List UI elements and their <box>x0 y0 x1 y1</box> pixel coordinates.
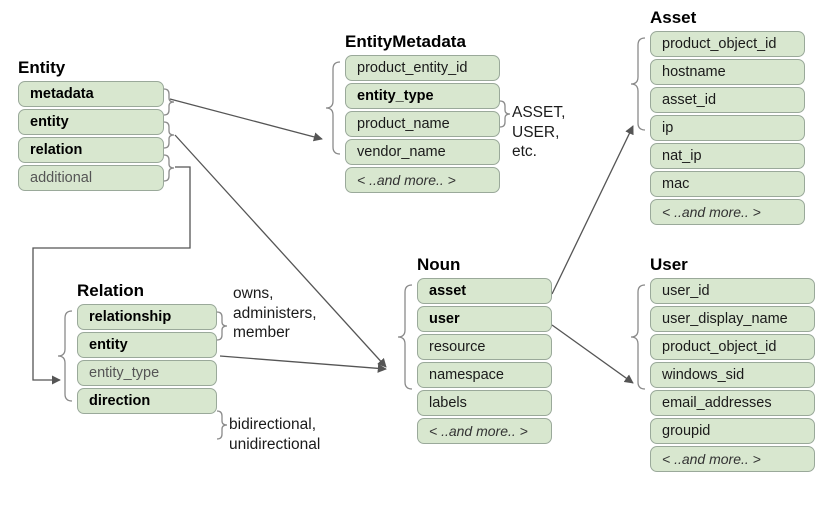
brace-noun-left <box>397 284 413 390</box>
field-row[interactable]: product_object_id <box>650 31 805 57</box>
entity-title-asset: Asset <box>650 8 697 27</box>
brace-entitymetadata-left <box>325 61 341 155</box>
field-row-more[interactable]: < ..and more.. > <box>650 199 805 225</box>
field-row[interactable]: user_id <box>650 278 815 304</box>
connector-metadata-to-entitymetadata <box>169 98 323 142</box>
field-row[interactable]: entity_type <box>345 83 500 109</box>
field-row[interactable]: entity <box>77 332 217 358</box>
annotation-line: etc. <box>512 143 537 160</box>
field-row[interactable]: user_display_name <box>650 306 815 332</box>
brace-entity-metadata <box>163 88 175 116</box>
annotation-direction-values: bidirectional, unidirectional <box>229 415 320 454</box>
brace-entity-entity <box>163 121 175 149</box>
brace-relationship-values <box>216 311 228 341</box>
entity-title-entity: Entity <box>18 58 66 77</box>
entity-box-entitymetadata: EntityMetadata product_entity_id entity_… <box>345 32 500 193</box>
field-row[interactable]: namespace <box>417 362 552 388</box>
field-row[interactable]: windows_sid <box>650 362 815 388</box>
field-row-more[interactable]: < ..and more.. > <box>345 167 500 193</box>
entity-title-noun: Noun <box>417 255 461 274</box>
field-row[interactable]: direction <box>77 388 217 414</box>
field-row[interactable]: asset_id <box>650 87 805 113</box>
entity-box-asset: Asset product_object_id hostname asset_i… <box>650 8 805 225</box>
field-row[interactable]: relation <box>18 137 164 163</box>
field-row[interactable]: nat_ip <box>650 143 805 169</box>
annotation-line: bidirectional, <box>229 416 317 433</box>
entity-box-noun: Noun asset user resource namespace label… <box>417 255 552 444</box>
annotation-line: member <box>233 324 290 341</box>
field-row[interactable]: metadata <box>18 81 164 107</box>
field-row[interactable]: user <box>417 306 552 332</box>
field-row[interactable]: email_addresses <box>650 390 815 416</box>
annotation-line: unidirectional <box>229 435 321 453</box>
entity-rows-noun: asset user resource namespace labels < .… <box>417 278 552 444</box>
field-row[interactable]: product_entity_id <box>345 55 500 81</box>
entity-title-user: User <box>650 255 688 274</box>
field-row[interactable]: labels <box>417 390 552 416</box>
brace-user-left <box>630 284 646 390</box>
entity-box-entity: Entity metadata entity relation addition… <box>18 58 164 191</box>
entity-rows-asset: product_object_id hostname asset_id ip n… <box>650 31 805 225</box>
field-row-more[interactable]: < ..and more.. > <box>650 446 815 472</box>
annotation-line: owns, <box>233 285 274 302</box>
annotation-relationship-values: owns, administers, member <box>233 284 317 343</box>
brace-direction-values <box>216 410 228 440</box>
field-row[interactable]: groupid <box>650 418 815 444</box>
field-row[interactable]: resource <box>417 334 552 360</box>
entity-rows-entity: metadata entity relation additional <box>18 81 164 191</box>
field-row[interactable]: additional <box>18 165 164 191</box>
connector-noun-user-to-user <box>551 324 634 384</box>
brace-asset-left <box>630 37 646 131</box>
entity-rows-relation: relationship entity entity_type directio… <box>77 304 217 414</box>
brace-entity-relation <box>163 154 175 182</box>
annotation-line: USER, <box>512 123 560 141</box>
connector-relationentity-to-noun <box>219 355 387 373</box>
entity-title-entitymetadata: EntityMetadata <box>345 32 466 51</box>
entity-box-user: User user_id user_display_name product_o… <box>650 255 815 472</box>
field-row[interactable]: ip <box>650 115 805 141</box>
field-row[interactable]: entity <box>18 109 164 135</box>
entity-rows-user: user_id user_display_name product_object… <box>650 278 815 472</box>
brace-entity-type-values <box>499 100 511 128</box>
field-row[interactable]: relationship <box>77 304 217 330</box>
field-row[interactable]: asset <box>417 278 552 304</box>
annotation-line: ASSET, <box>512 104 566 121</box>
entity-rows-entitymetadata: product_entity_id entity_type product_na… <box>345 55 500 193</box>
field-row[interactable]: product_object_id <box>650 334 815 360</box>
annotation-line: administers, <box>233 304 317 322</box>
field-row[interactable]: entity_type <box>77 360 217 386</box>
brace-relation-left <box>57 310 73 402</box>
field-row[interactable]: product_name <box>345 111 500 137</box>
field-row[interactable]: vendor_name <box>345 139 500 165</box>
field-row[interactable]: hostname <box>650 59 805 85</box>
field-row-more[interactable]: < ..and more.. > <box>417 418 552 444</box>
field-row[interactable]: mac <box>650 171 805 197</box>
entity-title-relation: Relation <box>77 281 145 300</box>
annotation-entity-type-values: ASSET, USER, etc. <box>512 103 565 162</box>
entity-box-relation: Relation relationship entity entity_type… <box>77 281 217 414</box>
